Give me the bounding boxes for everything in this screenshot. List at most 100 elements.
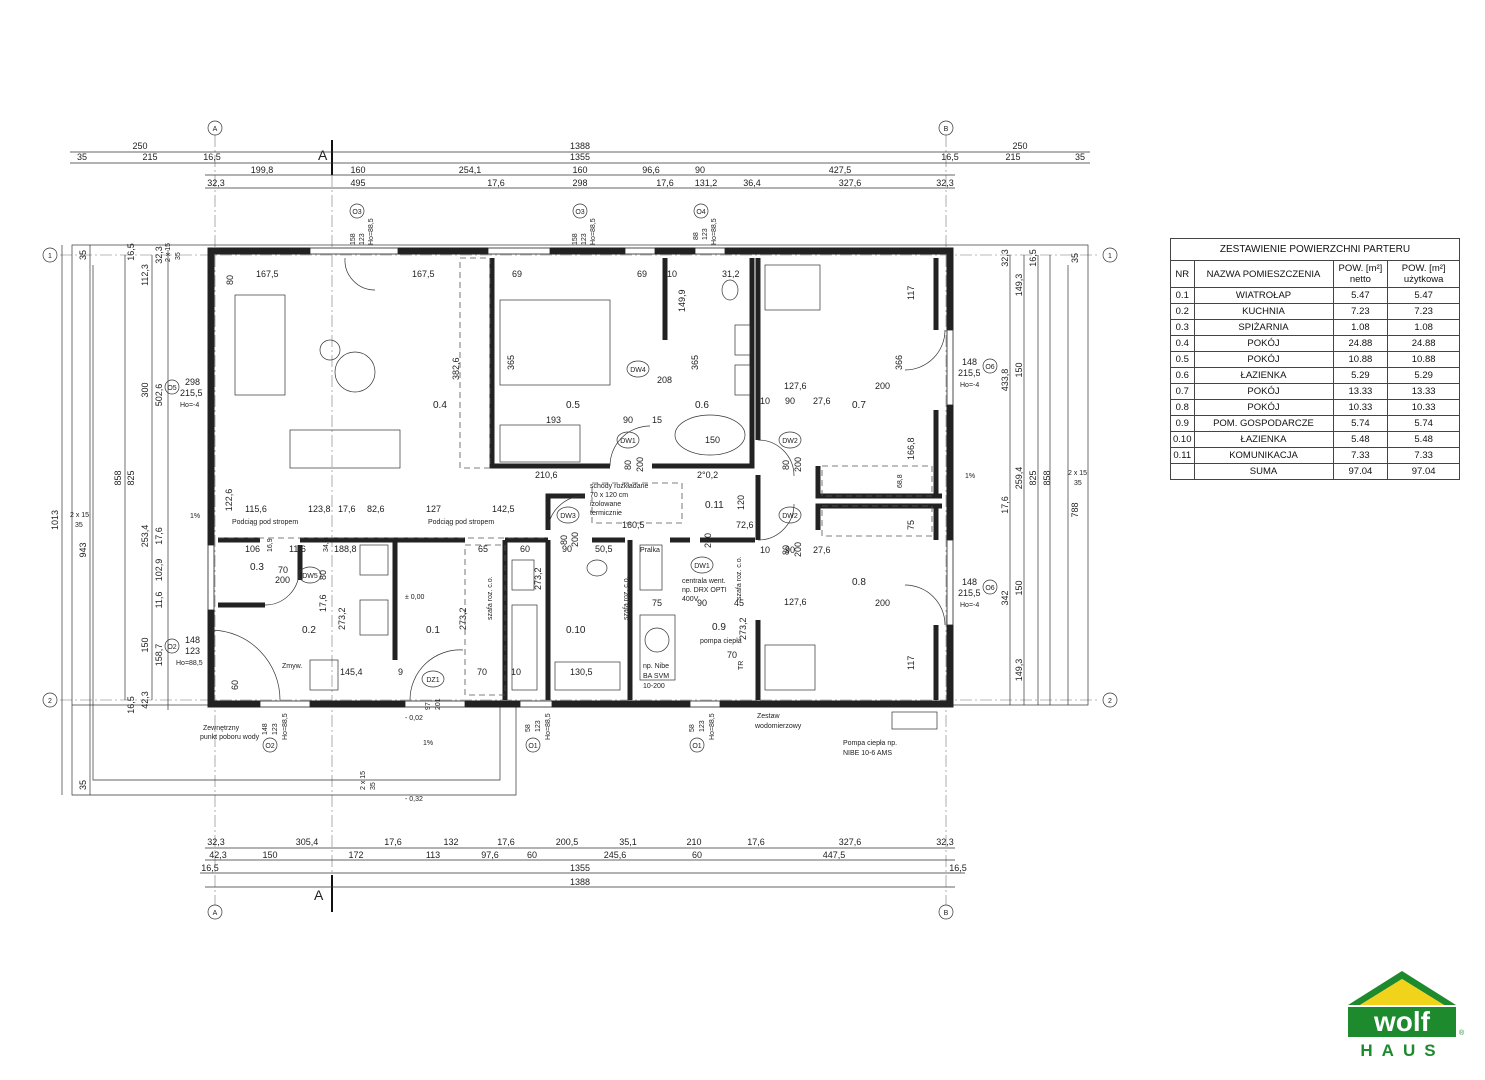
table-cell: 10.88	[1387, 351, 1460, 368]
dim-text: 148	[262, 723, 269, 735]
dim-text: 96,6	[642, 165, 660, 175]
dim-text: 97,6	[481, 850, 499, 860]
dim-text: 123	[535, 720, 542, 732]
dim-text: 1	[48, 253, 52, 260]
dim-text: 17,6	[384, 837, 402, 847]
dim-text: 365	[506, 355, 516, 370]
table-cell: WIATROŁAP	[1193, 287, 1334, 304]
table-cell: KUCHNIA	[1193, 303, 1334, 320]
section-mark-bottom: A	[314, 887, 324, 903]
room-number: 0.7	[852, 400, 866, 411]
table-cell: 13.33	[1387, 383, 1460, 400]
dim-text: 16,5	[1028, 249, 1038, 267]
dim-text: 200,5	[556, 837, 579, 847]
dim-text: 117	[906, 286, 916, 300]
dim-text: 825	[1028, 470, 1038, 485]
dim-text: 200	[275, 575, 290, 585]
dim-text: 188,8	[334, 544, 357, 554]
dim-text: 215	[1005, 152, 1020, 162]
room-number: 0.10	[566, 625, 586, 636]
table-cell: POKÓJ	[1193, 399, 1334, 416]
dim-text: 167,5	[412, 269, 435, 279]
dim-text: 1	[1108, 253, 1112, 260]
dim-text: 127,6	[784, 381, 807, 391]
dim-text: 68,8	[897, 474, 904, 488]
top-dimensions: 250 1388 250 35 215 16,5 1355 16,5 215 3…	[70, 141, 1090, 189]
dim-text: 123	[702, 228, 709, 240]
stairs-label: 70 x 120 cm	[590, 492, 628, 499]
dim-text: 16,5	[201, 863, 219, 873]
column-header: POW. [m²] użytkowa	[1387, 260, 1460, 288]
dim-text: 150	[140, 637, 150, 652]
dim-text: 1388	[570, 141, 590, 151]
dim-text: 1013	[50, 510, 60, 530]
dim-text: 208	[657, 375, 672, 385]
dim-text: 327,6	[839, 178, 862, 188]
table-cell: 5.47	[1387, 287, 1460, 304]
room-number: 0.4	[433, 400, 447, 411]
table-cell: 0.1	[1170, 287, 1195, 304]
axis-bubble-1-right: 1	[1102, 247, 1118, 263]
boiler-label: np. Nibe	[643, 663, 669, 670]
dim-text: 123	[699, 720, 706, 732]
dim-text: 35	[77, 152, 87, 162]
dim-text: 200	[875, 381, 890, 391]
dim-text: A	[213, 910, 218, 917]
boiler-label: 10-200	[643, 683, 665, 690]
dim-text: 142,5	[492, 504, 515, 514]
dim-text: 2	[48, 698, 52, 705]
dim-text: 200	[793, 457, 803, 472]
window-tag-o5: O5 Ho=-4	[164, 379, 199, 409]
meter-label: wodomierzowy	[754, 723, 802, 730]
window-tag-o2: O2 Ho=88,5	[164, 638, 203, 667]
dim-text: Ho=88,5	[282, 713, 289, 740]
dim-text: 253,4	[140, 525, 150, 548]
axis-bubble-a-bottom: A	[207, 904, 223, 920]
table-cell: ŁAZIENKA	[1193, 367, 1334, 384]
dim-text: 10	[667, 269, 677, 279]
room-number: 0.9	[712, 622, 726, 633]
table-cell: 10.33	[1387, 399, 1460, 416]
bottom-dimensions: 32,3 305,4 17,6 132 17,6 200,5 35,1 210 …	[200, 837, 967, 888]
level-mark: ± 0,00	[405, 594, 425, 601]
dim-text: 447,5	[823, 850, 846, 860]
dim-text: DW1	[694, 563, 710, 570]
stairs-label: termicznie	[590, 510, 622, 517]
axis-bubble-2-left: 2	[42, 692, 58, 708]
table-cell: 5.29	[1332, 367, 1389, 384]
dim-text: 17,6	[656, 178, 674, 188]
ventilation-label: centrala went.	[682, 578, 726, 585]
dim-text: 433,8	[1000, 369, 1010, 392]
column-header: NAZWA POMIESZCZENIA	[1193, 260, 1334, 288]
dim-text: 215,5	[958, 588, 981, 598]
column-header: POW. [m²] netto	[1332, 260, 1389, 288]
dim-text: 69	[512, 269, 522, 279]
dim-text: 32,3	[936, 178, 954, 188]
dim-text: 35	[78, 780, 88, 790]
dim-text: 123	[185, 646, 200, 656]
dim-text: 35	[75, 522, 83, 529]
slope-label: 1%	[965, 473, 975, 480]
dim-text: 300	[140, 382, 150, 397]
table-cell: 0.3	[1170, 319, 1195, 336]
dim-text: 158	[350, 233, 357, 245]
table-cell: POKÓJ	[1193, 335, 1334, 352]
dim-text: 35	[1070, 253, 1080, 263]
dim-text: 10	[760, 396, 770, 406]
cabinet-label: szafa roz. c.o.	[736, 556, 743, 600]
dim-text: 199,8	[251, 165, 274, 175]
column-header: NR	[1170, 260, 1195, 288]
dim-text: 273,2	[533, 567, 543, 590]
dim-text: 17,6	[747, 837, 765, 847]
dim-text: 123	[272, 723, 279, 735]
dim-text: 148	[962, 577, 977, 587]
table-cell: 0.6	[1170, 367, 1195, 384]
